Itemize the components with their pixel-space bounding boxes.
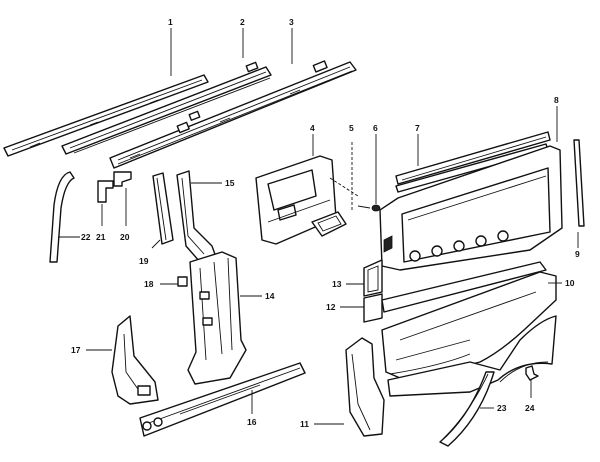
part-7-window-strip	[395, 131, 551, 193]
part-9-vertical-strip	[573, 139, 585, 227]
callout-21: 21	[96, 232, 106, 242]
callout-20: 20	[120, 232, 130, 242]
part-22-pillar-trim	[49, 171, 75, 263]
callout-1: 1	[168, 17, 173, 27]
part-17-front-pillar	[111, 315, 159, 405]
part-21-bracket	[97, 180, 114, 203]
part-6-screw	[357, 204, 381, 212]
callout-15: 15	[225, 178, 235, 188]
part-1-roof-rail	[3, 74, 209, 157]
callout-10: 10	[565, 278, 575, 288]
part-23-curved-brace	[439, 371, 495, 447]
callout-18: 18	[144, 279, 154, 289]
callout-7: 7	[415, 123, 420, 133]
part-11-wheel-arch	[345, 337, 385, 437]
callout-19: 19	[139, 256, 149, 266]
callout-6: 6	[373, 123, 378, 133]
part-2-drip-rail	[61, 61, 272, 155]
callout-2: 2	[240, 17, 245, 27]
callout-8: 8	[554, 95, 559, 105]
callout-11: 11	[300, 419, 309, 429]
callout-5: 5	[349, 123, 354, 133]
callout-22: 22	[81, 232, 91, 242]
part-3-roof-side-strip	[109, 60, 357, 169]
callout-23: 23	[497, 403, 507, 413]
callout-9: 9	[575, 249, 580, 259]
callout-16: 16	[247, 417, 257, 427]
part-18-clip	[177, 276, 188, 287]
part-19-pillar-inner	[152, 172, 174, 245]
part-14-center-pillar	[187, 251, 247, 385]
part-13-lamp-housing	[363, 259, 383, 297]
callout-12: 12	[326, 302, 336, 312]
callout-17: 17	[71, 345, 81, 355]
part-5-window-pocket	[311, 142, 359, 237]
part-8-quarter-frame	[379, 145, 563, 271]
part-15-b-pillar	[176, 170, 218, 263]
part-10-quarter-panel	[381, 271, 557, 397]
part-12-lower-reinforcement	[363, 261, 547, 323]
part-24-clip	[525, 365, 539, 381]
callout-labels: 1 2 3 4 5 6 7 8 9 10 11 12 13 14 15 16 1…	[71, 17, 580, 429]
callout-13: 13	[332, 279, 342, 289]
callout-4: 4	[310, 123, 315, 133]
part-16-rocker-panel	[139, 362, 306, 437]
callout-3: 3	[289, 17, 294, 27]
callout-24: 24	[525, 403, 535, 413]
leader-lines	[58, 28, 579, 425]
callout-14: 14	[265, 291, 275, 301]
frame-holes	[409, 230, 509, 262]
part-20-bracket	[113, 171, 132, 187]
